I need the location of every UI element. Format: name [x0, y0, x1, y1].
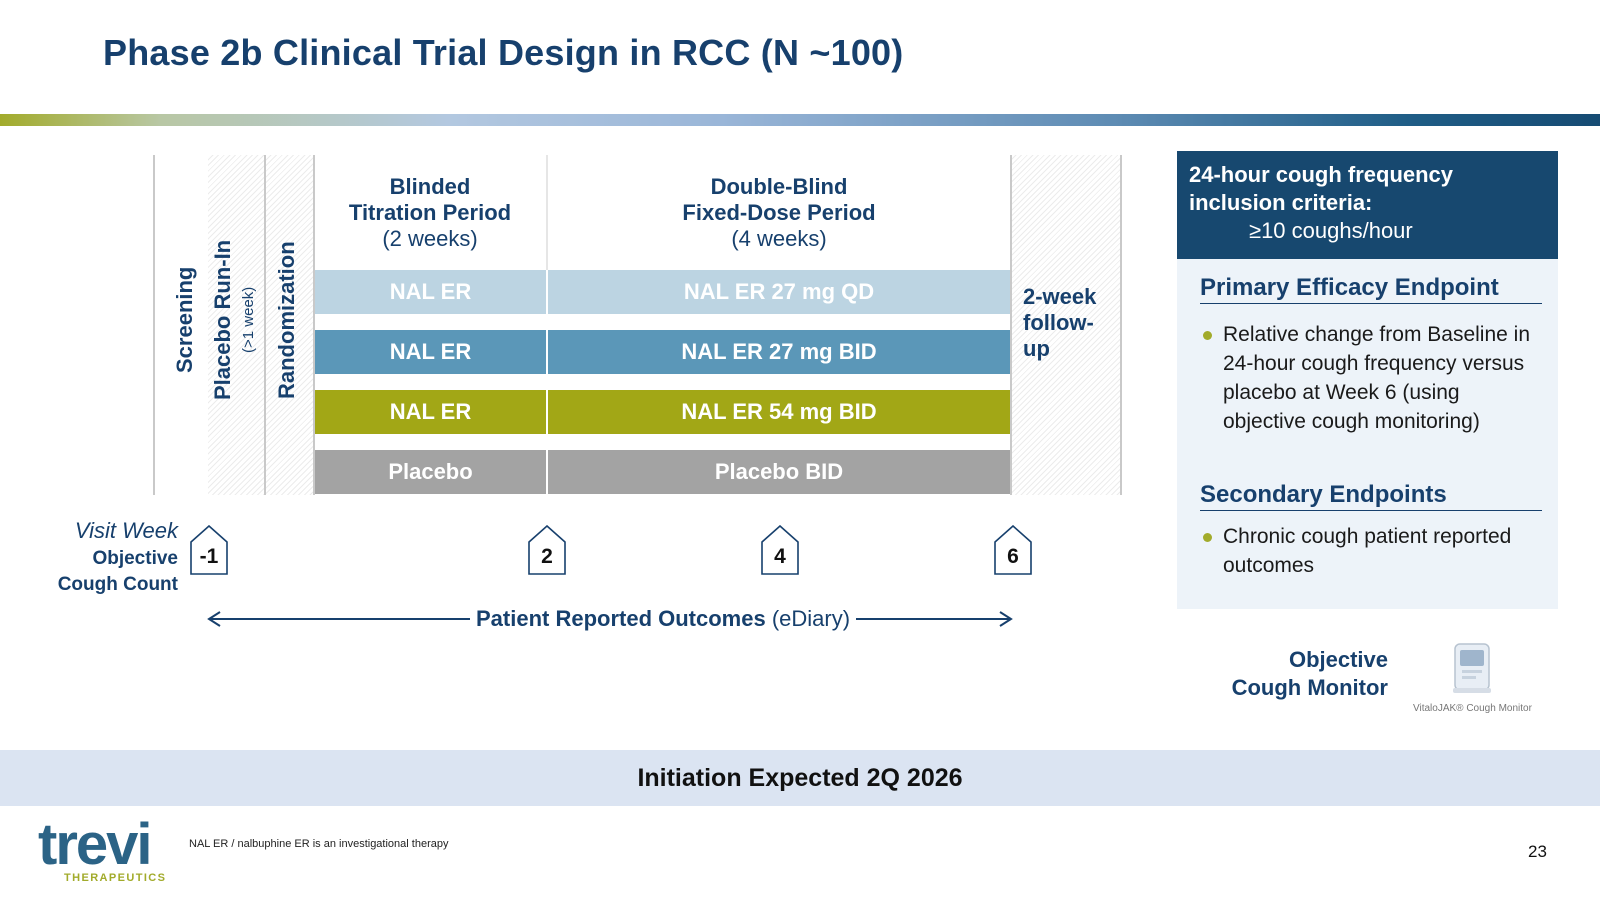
bullet-dot	[1203, 533, 1212, 542]
criteria-line-1: 24-hour cough frequency	[1189, 162, 1454, 187]
objective-cough-count-label: Objective Cough Count	[58, 546, 178, 598]
divider-line	[1120, 155, 1122, 495]
fixed-duration: (4 weeks)	[731, 226, 827, 251]
primary-endpoint-bullet: Relative change from Baseline in 24-hour…	[1203, 320, 1548, 436]
header-gradient-bar	[0, 114, 1600, 126]
run-in-label: Placebo Run-In (>1 week)	[210, 230, 262, 410]
cough-count-line-2: Cough Count	[57, 574, 178, 595]
divider-line	[153, 155, 155, 495]
screening-label: Screening	[172, 266, 197, 374]
cough-monitor-caption: VitaloJAK® Cough Monitor	[1413, 703, 1532, 714]
titration-period-header: Blinded Titration Period (2 weeks)	[315, 174, 545, 252]
visit-marker: 2	[528, 525, 566, 575]
followup-line-1: 2-week	[1023, 284, 1097, 309]
visit-marker: 6	[994, 525, 1032, 575]
run-in-duration: (>1 week)	[240, 286, 257, 354]
visit-marker: 4	[761, 525, 799, 575]
primary-endpoint-text: Relative change from Baseline in 24-hour…	[1223, 323, 1531, 433]
visit-week-label: Visit Week	[74, 518, 178, 543]
trevi-logo: trevi THERAPEUTICS	[36, 812, 176, 888]
divider-line	[264, 155, 266, 495]
secondary-endpoint-heading: Secondary Endpoints	[1200, 481, 1542, 511]
arm-3-fixed: NAL ER 54 mg BID	[548, 390, 1010, 434]
pro-bold: Patient Reported Outcomes	[476, 606, 766, 631]
fixed-period-header: Double-Blind Fixed-Dose Period (4 weeks)	[548, 174, 1010, 252]
svg-text:THERAPEUTICS: THERAPEUTICS	[64, 872, 166, 884]
page-number: 23	[1528, 842, 1547, 861]
titration-name-2: Titration Period	[348, 200, 512, 225]
randomization-label: Randomization	[274, 241, 299, 399]
visit-week-number: 2	[541, 545, 553, 568]
bullet-dot	[1203, 331, 1212, 340]
cough-monitor-label: Objective Cough Monitor	[1232, 646, 1388, 702]
visit-week-number: 6	[1007, 545, 1019, 568]
followup-line-2: follow-	[1023, 310, 1094, 335]
arm-1-fixed: NAL ER 27 mg QD	[548, 270, 1010, 314]
initiation-banner: Initiation Expected 2Q 2026	[0, 750, 1600, 806]
fixed-name-1: Double-Blind	[710, 174, 848, 199]
titration-name-1: Blinded	[389, 174, 471, 199]
criteria-value: ≥10 coughs/hour	[1249, 218, 1413, 243]
visit-marker: -1	[190, 525, 228, 575]
svg-text:trevi: trevi	[38, 818, 151, 877]
inclusion-criteria-box: 24-hour cough frequency inclusion criter…	[1177, 151, 1558, 259]
arm-1-titration: NAL ER	[315, 270, 546, 314]
visit-week-number: -1	[199, 545, 219, 568]
cough-count-line-1: Objective	[92, 548, 178, 569]
secondary-endpoint-text: Chronic cough patient reported outcomes	[1223, 525, 1512, 577]
followup-hatch	[1011, 155, 1121, 495]
visit-week-number: 4	[774, 545, 786, 568]
criteria-line-2: inclusion criteria:	[1189, 190, 1373, 215]
divider-line	[1010, 155, 1012, 495]
arm-4-fixed: Placebo BID	[548, 450, 1010, 494]
run-in-title: Placebo Run-In	[210, 239, 235, 401]
arm-3-titration: NAL ER	[315, 390, 546, 434]
divider-line	[546, 155, 548, 270]
followup-line-3: up	[1023, 336, 1050, 361]
pro-normal: (eDiary)	[771, 606, 851, 631]
primary-endpoint-heading: Primary Efficacy Endpoint	[1200, 274, 1542, 304]
divider-line	[313, 155, 315, 495]
endpoints-box	[1177, 259, 1558, 609]
secondary-endpoint-bullet: Chronic cough patient reported outcomes	[1203, 522, 1548, 580]
monitor-line-1: Objective	[1288, 647, 1388, 672]
cough-monitor-device-icon	[1453, 643, 1491, 693]
fixed-name-2: Fixed-Dose Period	[682, 200, 876, 225]
arm-4-titration: Placebo	[315, 450, 546, 494]
randomization-hatch	[266, 155, 314, 495]
page-title: Phase 2b Clinical Trial Design in RCC (N…	[103, 32, 904, 73]
pro-label: Patient Reported Outcomes (eDiary)	[470, 606, 857, 632]
monitor-line-2: Cough Monitor	[1231, 675, 1388, 700]
run-in-hatch	[208, 155, 264, 495]
footnote: NAL ER / nalbuphine ER is an investigati…	[189, 838, 449, 850]
arm-2-fixed: NAL ER 27 mg BID	[548, 330, 1010, 374]
followup-label: 2-week follow- up	[1023, 284, 1096, 362]
titration-duration: (2 weeks)	[382, 226, 478, 251]
arm-2-titration: NAL ER	[315, 330, 546, 374]
